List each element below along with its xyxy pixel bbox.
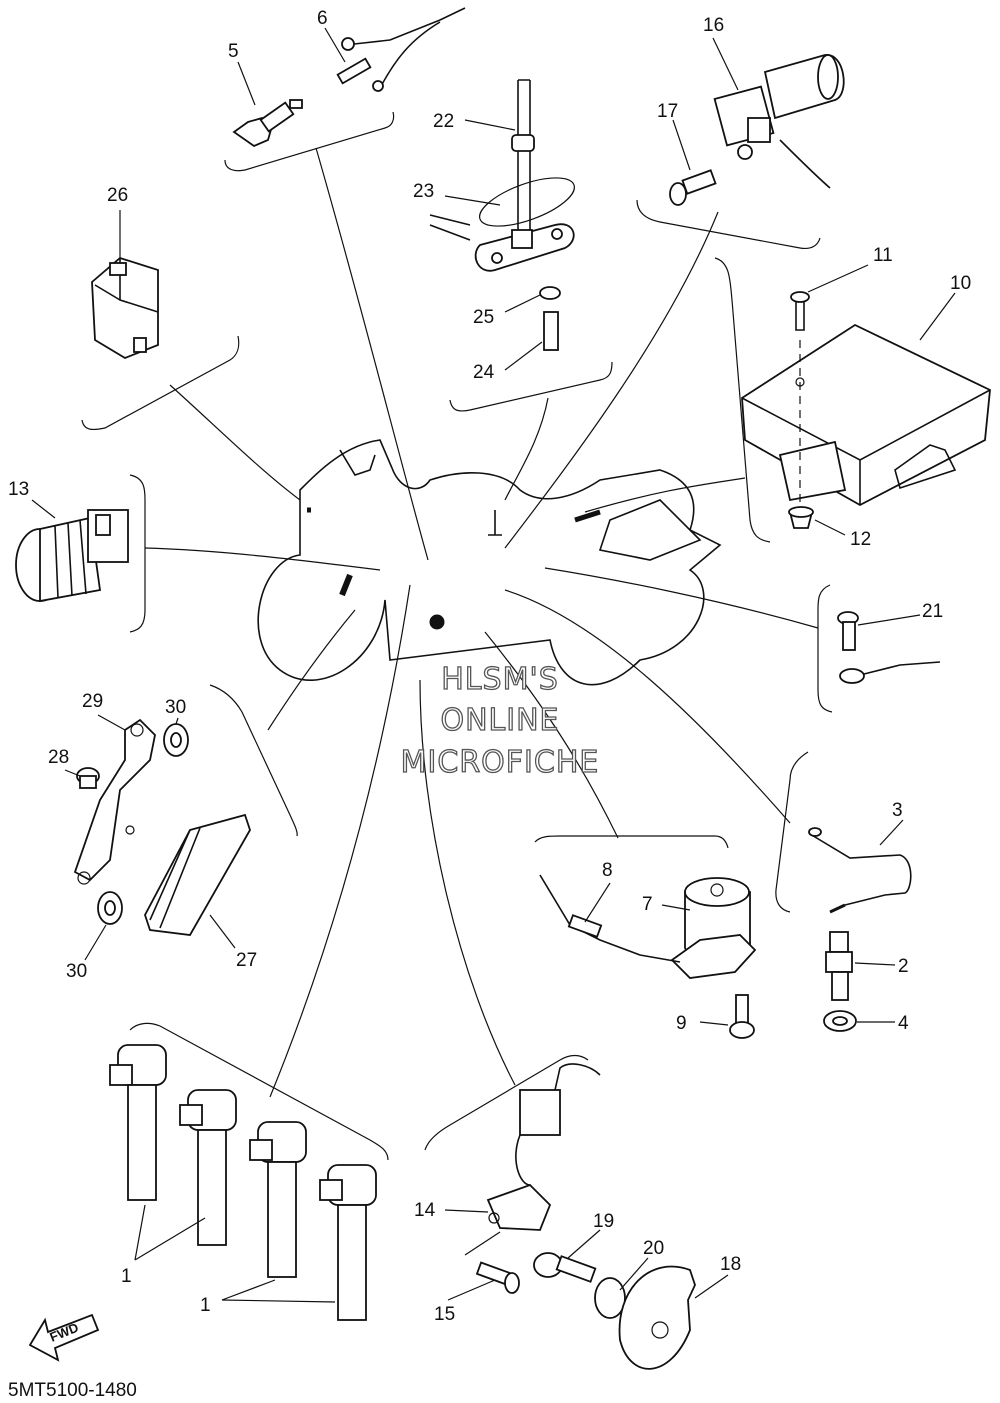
part-9-bolt: [729, 994, 755, 1039]
part-29-bracket: [73, 718, 156, 885]
leader-lines: [144, 147, 819, 1098]
callout-29: 29: [82, 691, 103, 712]
callout-19: 19: [593, 1211, 614, 1232]
watermark-line-2: ONLINE: [440, 703, 559, 738]
callout-11: 11: [873, 245, 893, 266]
diagram-code: 5MT5100-1480: [8, 1380, 137, 1401]
callout-16: 16: [703, 15, 724, 36]
part-21-bolt-lead: [837, 611, 941, 684]
callout-17: 17: [657, 101, 678, 122]
callout-7: 7: [642, 894, 653, 915]
watermark: HLSM'S ONLINE MICROFICHE: [400, 661, 600, 780]
part-8-wire: [539, 874, 681, 963]
part-22-25-sender: [429, 79, 575, 351]
watermark-line-3: MICROFICHE: [401, 745, 600, 780]
callout-2: 2: [898, 956, 909, 977]
callout-1-lower: 1: [200, 1295, 211, 1316]
part-4-washer: [823, 1010, 857, 1032]
callout-4: 4: [898, 1013, 909, 1034]
callout-leaders: [31, 27, 956, 1303]
callout-28: 28: [48, 747, 69, 768]
part-2-switch: [825, 931, 853, 1001]
part-15-bolt: [475, 1261, 520, 1294]
group-brackets: [81, 111, 833, 1161]
part-30-washer: [97, 723, 189, 925]
callout-13: 13: [8, 479, 29, 500]
part-19-bolt: [533, 1252, 597, 1283]
callout-30-top: 30: [165, 697, 186, 718]
part-28-nut: [76, 767, 100, 789]
part-18-rotor: [618, 1265, 696, 1370]
callout-21: 21: [922, 601, 943, 622]
part-10-ecu: [741, 323, 991, 510]
callout-26: 26: [107, 185, 128, 206]
callout-27: 27: [236, 950, 257, 971]
callout-20: 20: [643, 1238, 664, 1259]
part-16-sensor: [713, 54, 845, 189]
callout-5: 5: [228, 41, 239, 62]
callout-18: 18: [720, 1254, 741, 1275]
part-17-bolt: [669, 169, 717, 206]
part-26-relay: [91, 256, 159, 359]
callout-23: 23: [413, 181, 434, 202]
callout-3: 3: [892, 800, 903, 821]
callout-1-upper: 1: [121, 1266, 132, 1287]
callout-12: 12: [850, 529, 871, 550]
callout-22: 22: [433, 111, 454, 132]
part-12-grommet: [788, 506, 814, 529]
part-11-screw: [790, 291, 810, 331]
part-14-sensor: [486, 1063, 601, 1231]
part-20-washer: [594, 1277, 626, 1319]
part-13-sensor: [15, 509, 129, 603]
watermark-line-1: HLSM'S: [441, 662, 559, 697]
fwd-arrow: FWD: [28, 1313, 100, 1362]
callout-14: 14: [414, 1200, 436, 1221]
callout-8: 8: [602, 860, 613, 881]
callout-30-bottom: 30: [66, 961, 87, 982]
callout-25: 25: [473, 307, 494, 328]
part-7-sensor: [670, 877, 757, 979]
callout-numbers: 5 6 22 23 25 24 16 17 11 10 26 13 12 21 …: [8, 8, 971, 1325]
part-1-ignition-coils: [109, 1044, 377, 1321]
motorcycle-silhouette: [257, 439, 722, 686]
callout-15: 15: [434, 1304, 455, 1325]
part-5-sensor: [232, 99, 303, 148]
part-27-module: [144, 813, 251, 936]
callout-24: 24: [473, 362, 495, 383]
part-6-lead-wire: [336, 7, 466, 92]
part-3-lead-wire: [808, 827, 912, 914]
callout-6: 6: [317, 8, 328, 29]
callout-10: 10: [950, 273, 971, 294]
callout-9: 9: [676, 1013, 687, 1034]
